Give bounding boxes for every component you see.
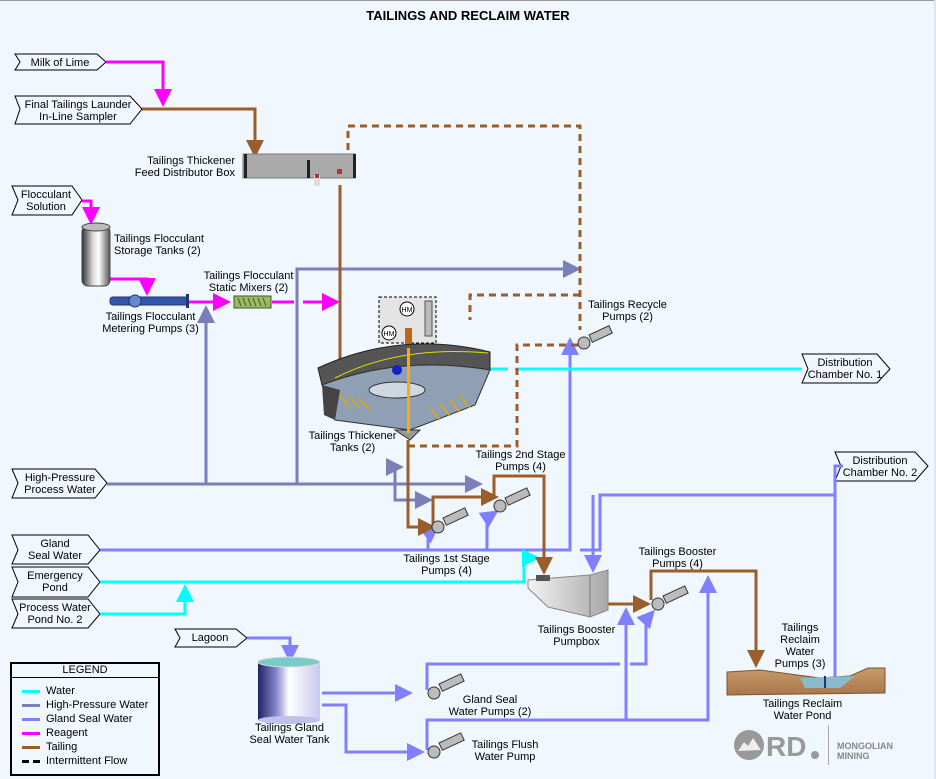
feed-distributor-box	[242, 153, 356, 186]
hm-label-2: HM	[384, 331, 395, 338]
page-title: TAILINGS AND RECLAIM WATER	[366, 8, 570, 23]
legend-swatch	[22, 759, 40, 763]
instrument-panel: HM HM	[378, 296, 437, 350]
booster-pumpbox	[527, 569, 609, 618]
booster-pump	[651, 585, 689, 611]
hm-label-1: HM	[402, 307, 413, 314]
milk-of-lime-tag	[14, 53, 107, 71]
legend-item-water: Water	[12, 684, 158, 698]
static-mixer	[233, 295, 272, 309]
gland-seal-water-tag	[11, 534, 101, 565]
recycle-pump	[577, 325, 613, 350]
legend-swatch	[22, 745, 40, 749]
flocculant-solution-tag	[11, 185, 83, 216]
right-border	[934, 0, 936, 779]
second-stage-pump	[493, 487, 531, 513]
gland-seal-water-tank	[257, 656, 321, 724]
reclaim-water-pond	[726, 667, 886, 696]
high-pressure-process-water-tag	[11, 468, 108, 499]
legend-item-tailing: Tailing	[12, 740, 158, 754]
logo-brand-text: MONGOLIAN MINING	[837, 741, 893, 761]
process-water-pond-2-tag	[11, 598, 101, 629]
final-tailings-launder-tag	[14, 95, 143, 125]
legend-swatch	[22, 717, 40, 721]
legend: LEGEND Water High-Pressure Water Gland S…	[10, 662, 160, 776]
legend-title: LEGEND	[12, 664, 158, 678]
thickener-tank	[317, 343, 491, 441]
flocculant-storage-tank	[81, 222, 111, 287]
logo-mark: RD	[766, 731, 806, 762]
flush-water-pump	[427, 732, 465, 759]
emergency-pond-tag	[11, 566, 101, 598]
first-stage-pump	[431, 507, 469, 534]
lagoon-tag	[174, 628, 248, 648]
legend-swatch	[22, 731, 40, 735]
mountain-logo-icon: RD	[734, 730, 819, 762]
legend-item-gland-seal-water: Gland Seal Water	[12, 712, 158, 726]
top-border	[0, 0, 936, 1]
distribution-chamber-1-tag	[801, 353, 891, 384]
company-logo: RD MONGOLIAN MINING	[731, 725, 926, 765]
legend-swatch	[22, 703, 40, 707]
lagoon-label: Lagoon	[191, 632, 229, 644]
legend-item-high-pressure-water: High-Pressure Water	[12, 698, 158, 712]
flocculant-metering-pump	[109, 294, 189, 308]
milk-of-lime-label: Milk of Lime	[30, 56, 90, 69]
legend-item-intermittent-flow: Intermittent Flow	[12, 754, 158, 768]
legend-swatch	[22, 689, 40, 693]
gland-seal-water-pump	[427, 673, 465, 700]
logo-separator	[828, 725, 829, 765]
legend-item-reagent: Reagent	[12, 726, 158, 740]
